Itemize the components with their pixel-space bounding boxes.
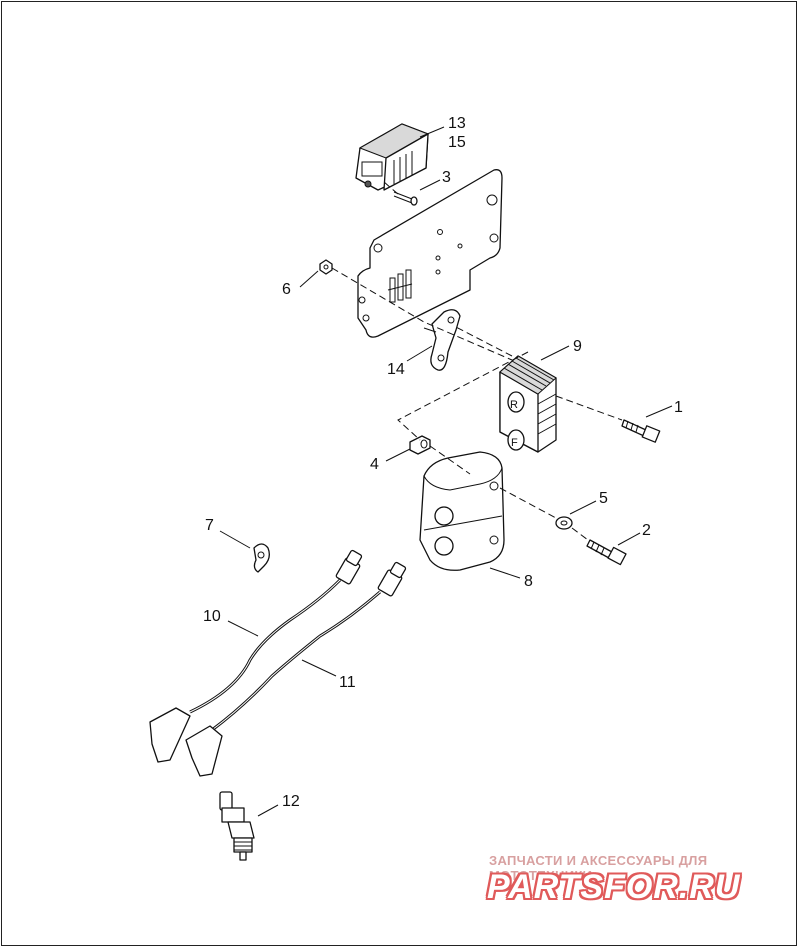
assembly-lines bbox=[331, 181, 623, 541]
callout-10: 10 bbox=[203, 608, 221, 625]
callout-15: 15 bbox=[448, 134, 466, 151]
nut-6 bbox=[319, 259, 333, 275]
ignition-module bbox=[355, 123, 430, 191]
clip-7 bbox=[253, 543, 270, 573]
ignition-coil: R F bbox=[499, 355, 557, 453]
coil-cover bbox=[419, 451, 505, 571]
callout-1: 1 bbox=[674, 399, 683, 416]
bracket-14 bbox=[423, 309, 461, 371]
watermark-logo: PARTSFOR.RU bbox=[487, 868, 741, 906]
svg-text:F: F bbox=[511, 437, 518, 449]
callout-11: 11 bbox=[339, 674, 356, 691]
callout-14: 14 bbox=[387, 361, 405, 378]
callouts: 13 15 3 6 14 9 1 4 5 2 7 8 10 11 12 bbox=[203, 115, 683, 810]
callout-8: 8 bbox=[524, 573, 533, 590]
callout-3: 3 bbox=[442, 169, 451, 186]
wire-boot-bottom-11 bbox=[185, 725, 223, 777]
callout-9: 9 bbox=[573, 338, 582, 355]
callout-6: 6 bbox=[282, 281, 291, 298]
spacer-4 bbox=[409, 435, 431, 455]
watermark-tagline: ЗАПЧАСТИ И АКСЕССУАРЫ ДЛЯ МОТОТЕХНИКИ bbox=[489, 853, 708, 883]
callout-13: 13 bbox=[448, 115, 466, 132]
spark-plug-wires bbox=[149, 549, 407, 777]
callout-12: 12 bbox=[282, 793, 300, 810]
screw-2 bbox=[586, 539, 627, 566]
callout-4: 4 bbox=[370, 456, 379, 473]
wire-boot-bottom-10 bbox=[149, 707, 191, 763]
callout-5: 5 bbox=[599, 490, 608, 507]
wire-boot-top-10 bbox=[335, 549, 363, 585]
mounting-plate bbox=[357, 169, 503, 338]
callout-7: 7 bbox=[205, 517, 214, 534]
washer-5 bbox=[555, 516, 573, 530]
svg-text:R: R bbox=[510, 399, 518, 411]
spark-plug bbox=[219, 791, 255, 861]
screw-1 bbox=[621, 419, 661, 443]
callout-2: 2 bbox=[642, 522, 651, 539]
wire-boot-top-11 bbox=[377, 561, 407, 597]
leader-lines bbox=[219, 126, 673, 817]
